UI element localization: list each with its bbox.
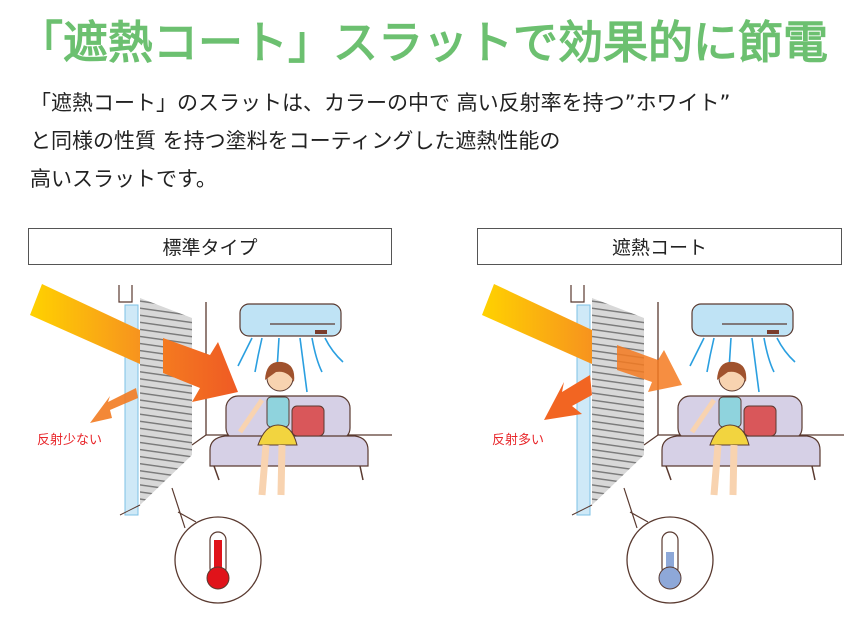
panel-label-heat-coat: 遮熱コート — [477, 228, 842, 265]
sunlight-arrow — [482, 284, 592, 364]
description: 「遮熱コート」のスラットは、カラーの中で 高い反射率を持つ”ホワイト” と同様の… — [30, 84, 730, 198]
heat-inflow-arrow — [617, 345, 682, 392]
thermometer-hot-icon — [206, 531, 230, 590]
description-line: と同様の性質 を持つ塗料をコーティングした遮熱性能の — [30, 129, 561, 153]
heat-inflow-arrow — [163, 338, 238, 402]
reflection-label: 反射多い — [492, 432, 544, 448]
panel-label-standard: 標準タイプ — [28, 228, 392, 265]
standard-type-illustration: 反射少ない — [30, 284, 392, 603]
heat-coat-illustration: 反射多い — [482, 284, 844, 603]
page-title: 「遮熱コート」スラットで効果的に節電 — [18, 16, 829, 69]
description-line: 「遮熱コート」のスラットは、カラーの中で 高い反射率を持つ”ホワイト” — [30, 91, 731, 115]
thermometer-cool-icon — [658, 531, 682, 590]
description-line: 高いスラットです。 — [30, 167, 217, 191]
reflection-arrow — [544, 375, 592, 420]
sunlight-arrow — [30, 284, 140, 364]
reflection-arrow — [90, 388, 138, 423]
reflection-label: 反射少ない — [37, 432, 102, 448]
